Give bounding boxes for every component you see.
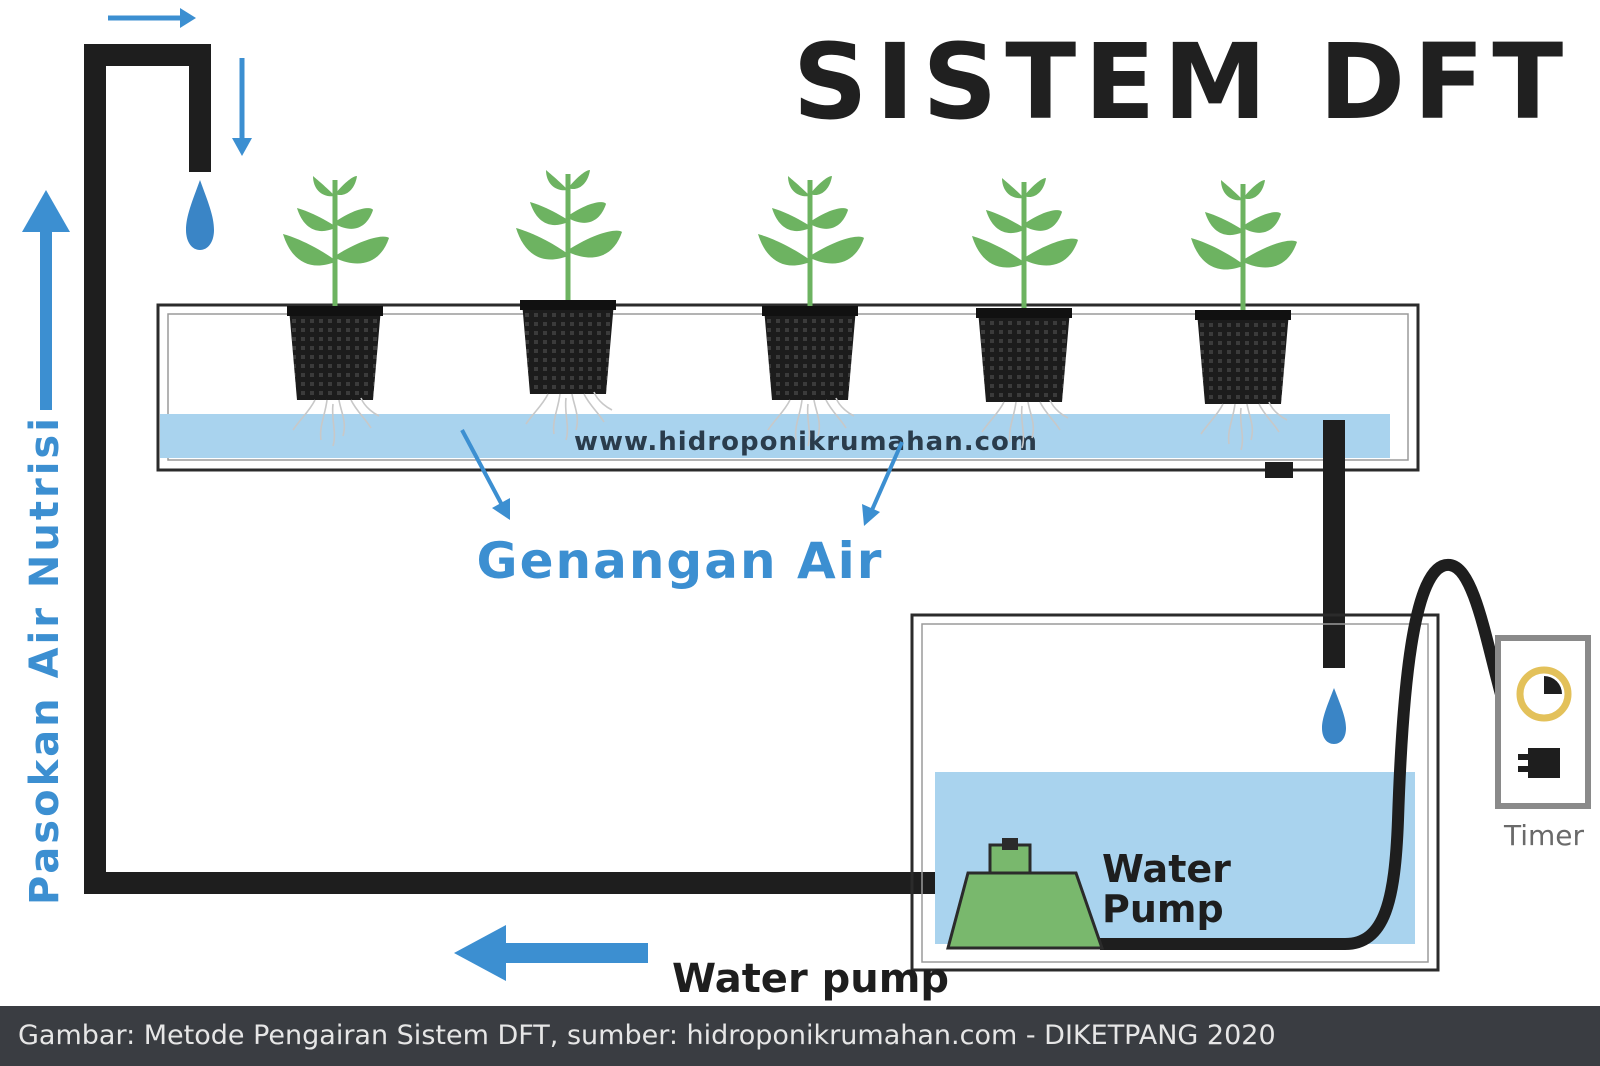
timer-device [1495, 635, 1591, 809]
clock-icon [1516, 666, 1572, 722]
plant-icon [758, 176, 864, 308]
water-pump [946, 838, 1105, 950]
supply-pipe [84, 44, 960, 894]
water-drop-icon [186, 180, 214, 250]
dft-diagram: SISTEM DFT Pasokan Air Nutrisi www.hidro… [22, 8, 1591, 1002]
timer-label: Timer [1503, 819, 1585, 852]
drain-pipe [1265, 420, 1345, 668]
pump-label-line2: Pump [1102, 887, 1224, 931]
plant-row [283, 170, 1297, 451]
flow-arrow-icon [108, 8, 196, 28]
supply-up-arrow-icon [22, 190, 70, 410]
pointer-arrow-icon [460, 429, 510, 520]
website-label: www.hidroponikrumahan.com [574, 427, 1038, 457]
caption-text: Gambar: Metode Pengairan Sistem DFT, sum… [18, 1020, 1276, 1051]
supply-label: Pasokan Air Nutrisi [22, 415, 68, 905]
pointer-arrow-icon [862, 441, 904, 526]
plant-icon [516, 170, 622, 302]
plant-icon [1191, 180, 1297, 312]
standing-water-label: Genangan Air [477, 532, 884, 590]
pump-label-line1: Water [1102, 847, 1231, 891]
pump-flow-arrow-icon [454, 925, 648, 981]
flow-down-arrow-icon [232, 58, 252, 156]
plug-icon [1518, 748, 1560, 778]
plant-icon [283, 176, 389, 308]
diagram-title: SISTEM DFT [793, 21, 1572, 143]
pump-flow-label: Water pump [672, 956, 949, 1002]
plant-icon [972, 178, 1078, 310]
caption-bar: Gambar: Metode Pengairan Sistem DFT, sum… [0, 1006, 1600, 1066]
water-drop-icon [1322, 688, 1346, 744]
pump-hose [1100, 559, 1538, 950]
